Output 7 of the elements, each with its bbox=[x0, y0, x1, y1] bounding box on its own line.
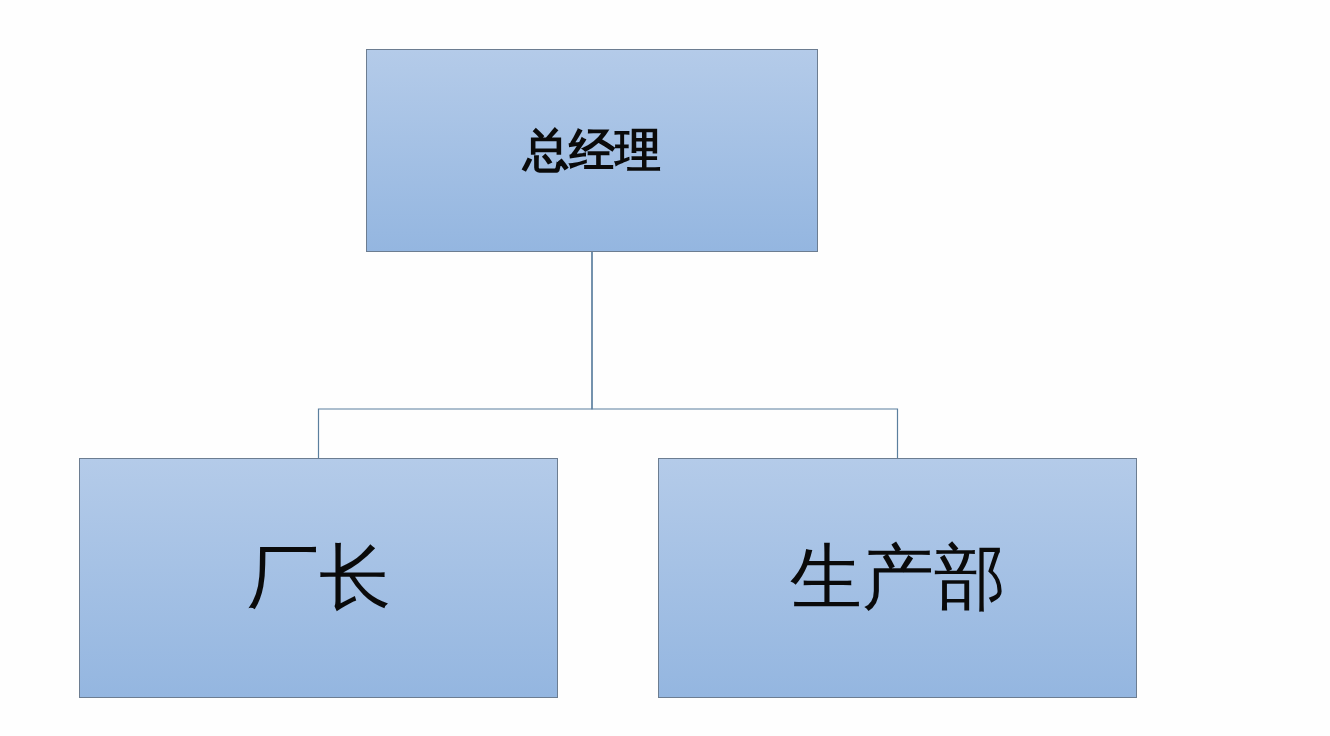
box-title: 厂长 bbox=[246, 534, 391, 621]
box-title: 生产部 bbox=[789, 534, 1006, 621]
org-box bbox=[79, 458, 558, 698]
org-box bbox=[658, 458, 1137, 698]
box-title: 总经理 bbox=[523, 121, 661, 179]
org-box bbox=[366, 49, 818, 252]
connector-line bbox=[591, 251, 899, 459]
